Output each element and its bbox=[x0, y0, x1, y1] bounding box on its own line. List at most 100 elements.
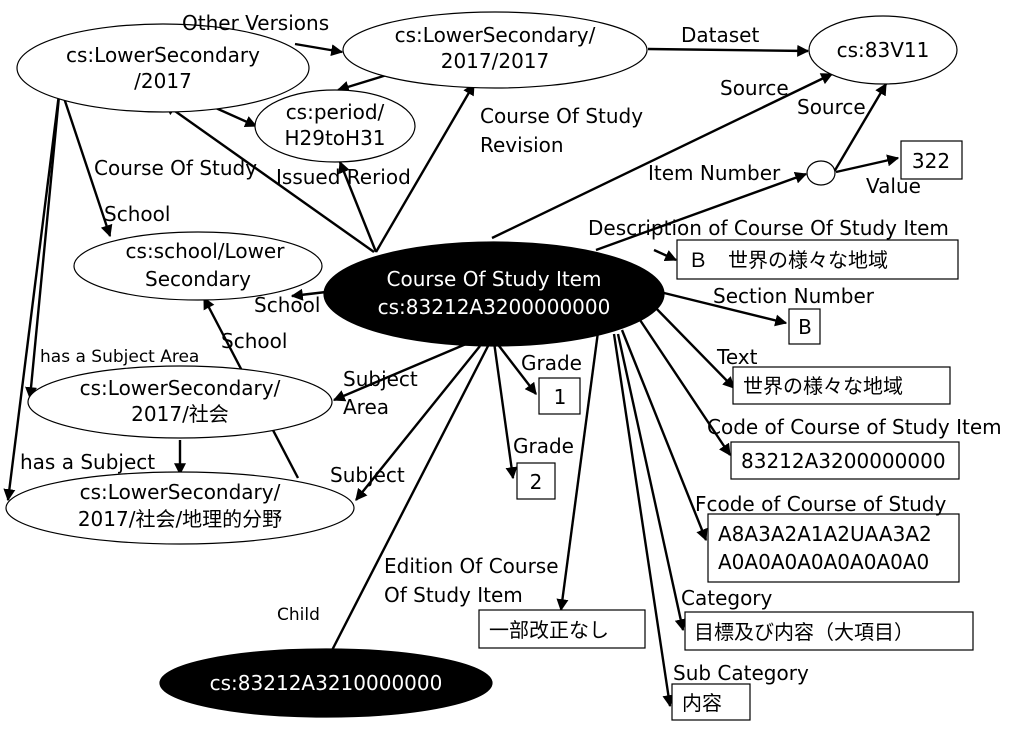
edge-grade-1 bbox=[495, 341, 537, 395]
node-blank bbox=[806, 160, 836, 186]
label-issued-period: Issued Reriod bbox=[276, 165, 411, 189]
edge-course-of-study-revision bbox=[374, 82, 476, 253]
literal-value: 322 bbox=[912, 149, 950, 173]
edge-sub-category bbox=[612, 333, 675, 708]
literal-edition: 一部改正なし bbox=[478, 609, 646, 649]
node-course-of-study-item: Course Of Study Item cs:83212A3200000000 bbox=[323, 241, 665, 347]
literal-grade-1: 1 bbox=[538, 377, 581, 415]
label-sub-category: Sub Category bbox=[673, 661, 809, 685]
edge-description bbox=[653, 248, 678, 262]
edge-item-to-version bbox=[164, 103, 375, 253]
node-label-line-2: Secondary bbox=[145, 267, 251, 291]
node-label-line-1: cs:LowerSecondary/ bbox=[80, 480, 281, 504]
node-label-line-2: 2017/社会 bbox=[131, 402, 229, 426]
node-subject-area: cs:LowerSecondary/ 2017/社会 bbox=[27, 365, 333, 439]
literal-value: 一部改正なし bbox=[489, 618, 609, 642]
node-label: cs:83212A3210000000 bbox=[210, 671, 443, 695]
label-school-left: School bbox=[104, 202, 170, 226]
node-label-line-1: cs:LowerSecondary/ bbox=[80, 376, 281, 400]
literal-section-number: B bbox=[788, 308, 821, 345]
label-fcode: Fcode of Course of Study bbox=[695, 492, 946, 516]
edge-value bbox=[835, 154, 900, 174]
edge-fcode bbox=[620, 329, 708, 542]
edge-has-subject-area bbox=[25, 85, 62, 400]
edge-dataset bbox=[647, 44, 810, 57]
edge-grade-2 bbox=[492, 341, 518, 480]
label-subject-area-line-1: Subject bbox=[343, 367, 418, 391]
literal-fcode: A8A3A2A1A2UAA3A2 A0A0A0A0A0A0A0A0 bbox=[707, 513, 960, 583]
edge-item-number bbox=[595, 172, 808, 252]
node-label-line-1: cs:school/Lower bbox=[126, 239, 286, 263]
node-period: cs:period/ H29toH31 bbox=[254, 89, 416, 163]
edge-category bbox=[616, 333, 687, 632]
literal-value-line-1: A8A3A2A1A2UAA3A2 bbox=[718, 522, 932, 546]
edge-section-number bbox=[659, 290, 788, 327]
literal-value: 1 bbox=[554, 385, 567, 409]
edge-other-versions bbox=[294, 42, 344, 57]
label-course-of-study: Course Of Study bbox=[94, 156, 257, 180]
node-label-line-1: cs:period/ bbox=[286, 100, 385, 124]
label-text: Text bbox=[716, 345, 758, 369]
node-label-line-1: Course Of Study Item bbox=[387, 267, 602, 291]
node-label-line-2: H29toH31 bbox=[284, 126, 385, 150]
label-section-number: Section Number bbox=[713, 284, 875, 308]
node-lower-secondary-2017: cs:LowerSecondary /2017 bbox=[16, 23, 310, 113]
label-revision-line-2: Revision bbox=[480, 133, 564, 157]
node-label-line-2: 2017/2017 bbox=[441, 49, 550, 73]
edge-subject bbox=[355, 345, 481, 501]
literal-category: 目標及び内容（大項目） bbox=[684, 611, 974, 651]
node-label: cs:83V11 bbox=[837, 38, 930, 62]
node-subject: cs:LowerSecondary/ 2017/社会/地理的分野 bbox=[5, 471, 355, 545]
node-label-line-2: cs:83212A3200000000 bbox=[378, 295, 611, 319]
edge-revision-to-period bbox=[336, 72, 391, 93]
label-grade-1: Grade bbox=[521, 351, 582, 375]
literal-code: 83212A3200000000 bbox=[730, 441, 960, 480]
node-cs-83v11: cs:83V11 bbox=[808, 15, 958, 85]
literal-value: 目標及び内容（大項目） bbox=[694, 620, 914, 644]
label-revision-line-1: Course Of Study bbox=[480, 104, 643, 128]
literal-grade-2: 2 bbox=[516, 462, 556, 500]
label-source-2: Source bbox=[797, 95, 866, 119]
edge-source bbox=[491, 72, 834, 240]
label-has-subject: has a Subject bbox=[20, 450, 155, 474]
literal-value: B bbox=[798, 315, 812, 339]
literal-text: 世界の様々な地域 bbox=[732, 366, 951, 405]
label-edition-line-2: Of Study Item bbox=[384, 583, 523, 607]
node-child: cs:83212A3210000000 bbox=[159, 648, 493, 718]
edge-source-2 bbox=[832, 82, 888, 173]
literal-value: 内容 bbox=[682, 691, 722, 715]
node-label-line-1: cs:LowerSecondary bbox=[66, 43, 260, 67]
label-subject-area-line-2: Area bbox=[343, 395, 389, 419]
literal-value: 世界の様々な地域 bbox=[743, 374, 903, 398]
label-other-versions: Other Versions bbox=[182, 11, 329, 35]
node-label-line-2: /2017 bbox=[134, 69, 192, 93]
label-subject: Subject bbox=[330, 463, 405, 487]
label-source-1: Source bbox=[720, 76, 789, 100]
edge-labels-layer: Other Versions Dataset Source Source Cou… bbox=[20, 11, 1002, 685]
edge-subject-area bbox=[332, 342, 467, 402]
edge-has-subject bbox=[3, 85, 62, 502]
literal-item-number: 322 bbox=[900, 140, 963, 180]
label-school-item: School bbox=[254, 293, 320, 317]
literal-value: 2 bbox=[530, 470, 543, 494]
label-school-subject: School bbox=[221, 329, 287, 353]
label-item-number: Item Number bbox=[648, 161, 781, 185]
edge-text bbox=[647, 299, 735, 389]
edge-code bbox=[635, 313, 731, 456]
node-school: cs:school/Lower Secondary bbox=[73, 231, 323, 301]
label-edition-line-1: Edition Of Course bbox=[384, 554, 559, 578]
edges-layer bbox=[3, 42, 900, 708]
label-has-subject-area: has a Subject Area bbox=[40, 347, 199, 367]
literal-description: Ｂ 世界の様々な地域 bbox=[676, 239, 959, 280]
label-grade-2: Grade bbox=[513, 434, 574, 458]
label-dataset: Dataset bbox=[681, 23, 759, 47]
label-category: Category bbox=[681, 586, 773, 610]
node-label-line-2: 2017/社会/地理的分野 bbox=[78, 507, 282, 531]
literal-value: Ｂ 世界の様々な地域 bbox=[688, 248, 888, 272]
label-code: Code of Course of Study Item bbox=[707, 415, 1002, 439]
label-description: Description of Course Of Study Item bbox=[588, 216, 949, 240]
node-label-line-1: cs:LowerSecondary/ bbox=[395, 23, 596, 47]
label-child: Child bbox=[277, 605, 320, 625]
